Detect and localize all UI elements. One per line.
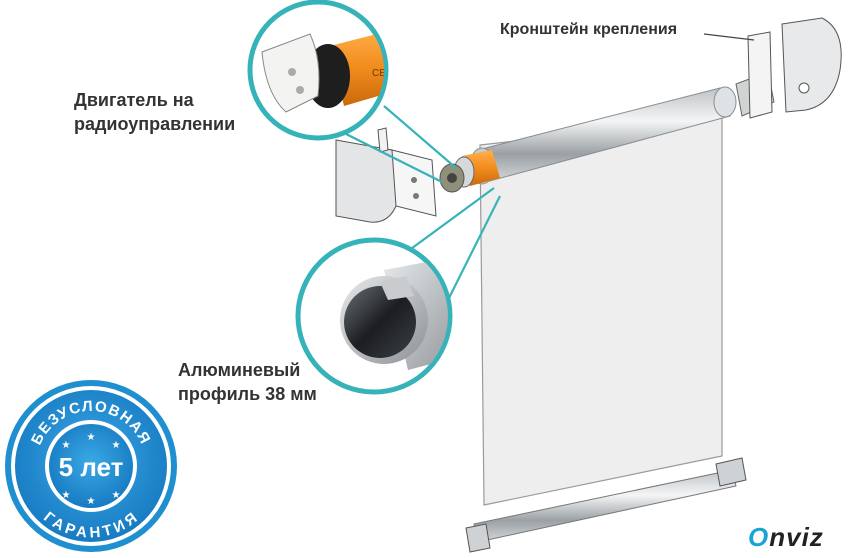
right-bracket — [735, 17, 842, 119]
left-bracket — [335, 127, 437, 223]
bracket-label: Кронштейн крепления — [500, 21, 678, 38]
svg-text:★: ★ — [62, 440, 71, 451]
svg-text:★: ★ — [62, 490, 71, 501]
motor-label-line1: Двигатель на — [74, 90, 194, 110]
profile-callout — [295, 237, 453, 395]
brand-logo: Onviz — [748, 522, 824, 552]
svg-text:★: ★ — [87, 432, 96, 443]
warranty-badge: БЕЗУСЛОВНАЯ ГАРАНТИЯ 5 лет ★ ★ ★ ★ ★ ★ — [5, 380, 177, 552]
motor-callout: CE — [247, 0, 389, 141]
motor-label: Двигатель на радиоуправлении — [74, 88, 235, 136]
svg-text:★: ★ — [112, 440, 121, 451]
badge-stars: ★ ★ ★ ★ ★ ★ — [62, 432, 121, 507]
bracket-pointer — [703, 33, 755, 41]
profile-label-line1: Алюминевый — [178, 360, 301, 380]
tube-motor — [439, 150, 500, 193]
blind-fabric — [479, 117, 723, 506]
svg-text:★: ★ — [112, 490, 121, 501]
profile-label: Алюминевый профиль 38 мм — [178, 358, 317, 406]
svg-text:★: ★ — [87, 496, 96, 507]
badge-center-text: 5 лет — [59, 452, 124, 482]
svg-text:CE: CE — [372, 68, 386, 79]
motor-label-line2: радиоуправлении — [74, 114, 236, 134]
bottom-bar — [465, 457, 747, 553]
profile-label-line2: профиль 38 мм — [178, 384, 317, 404]
